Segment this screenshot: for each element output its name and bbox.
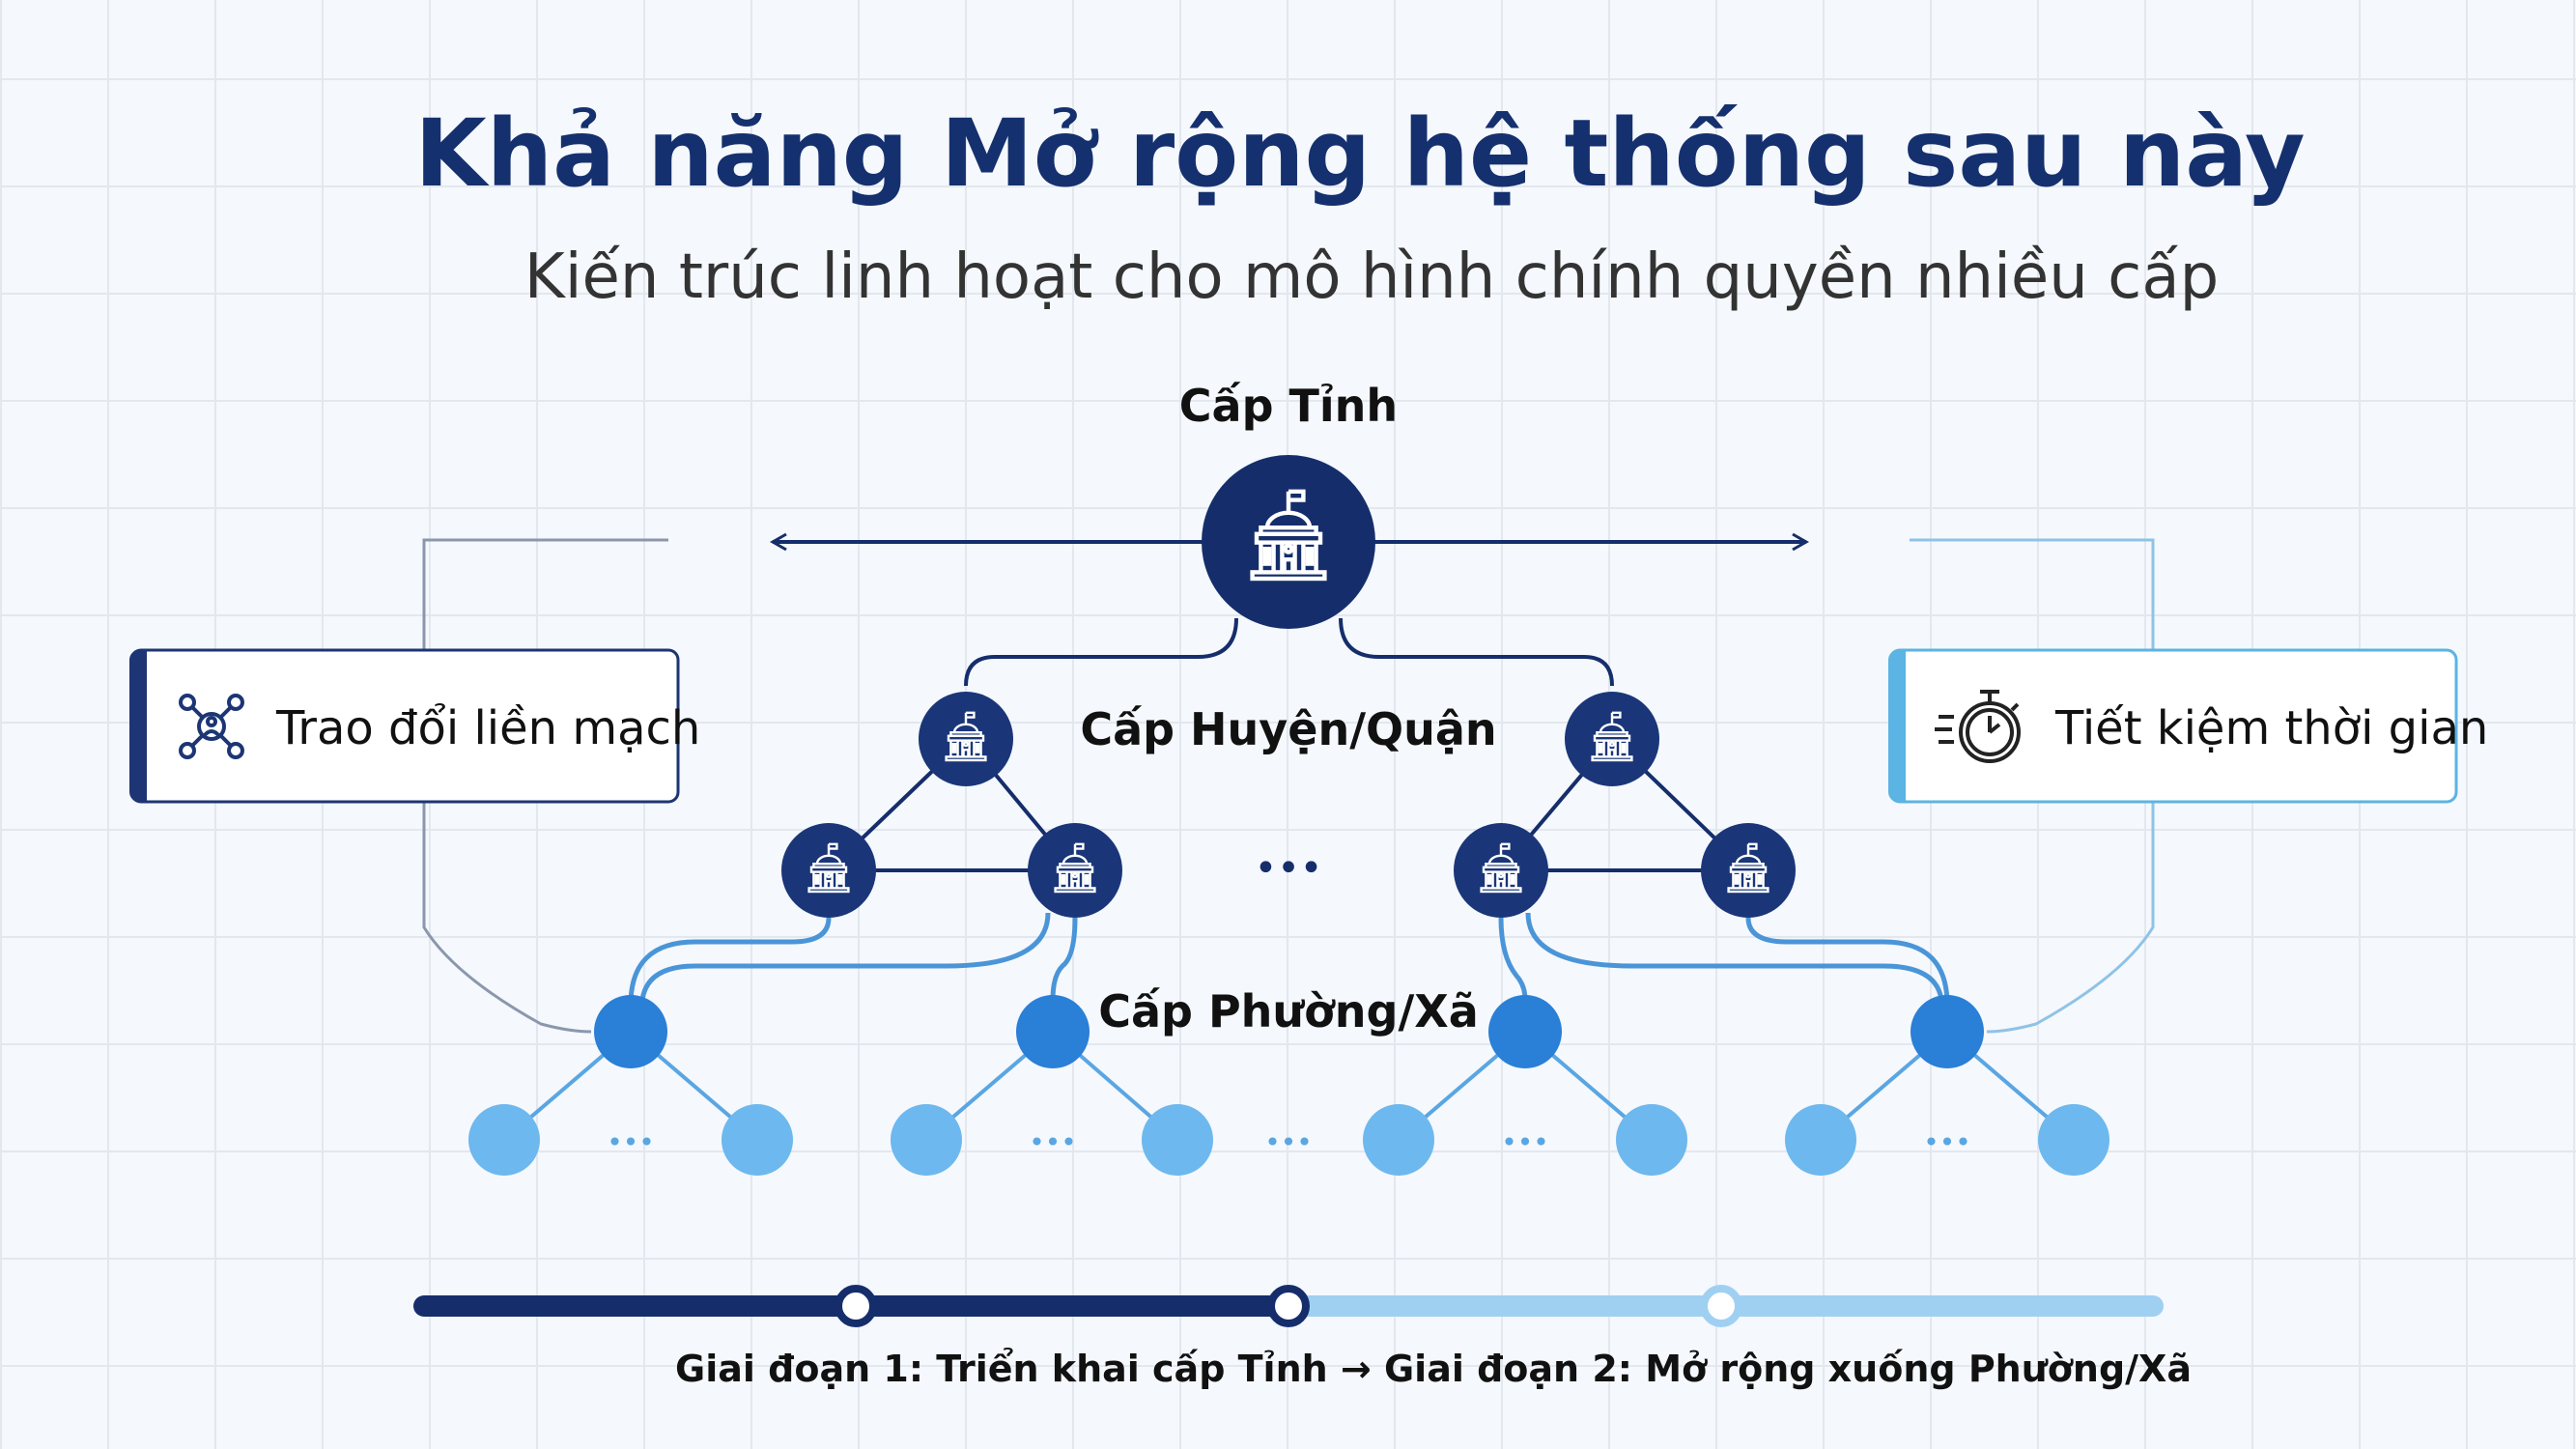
stopwatch-icon	[1935, 690, 2021, 763]
network-hub-icon	[179, 694, 244, 759]
card-label: Trao đổi liền mạch	[275, 701, 700, 755]
level-label-ward: Cấp Phường/Xã	[1098, 985, 1479, 1037]
sub-ward-node	[1363, 1104, 1434, 1176]
district-node	[1454, 823, 1548, 918]
feature-card-seamless-exchange: Trao đổi liền mạch	[129, 648, 700, 804]
ellipsis-wards: ••• ••• ••• ••• •••	[607, 1126, 1971, 1158]
page-subtitle: Kiến trúc linh hoạt cho mô hình chính qu…	[524, 242, 2219, 313]
sub-ward-nodes	[468, 1104, 2109, 1176]
district-node	[1565, 692, 1659, 786]
ellipsis: •••	[1264, 1126, 1313, 1158]
level-label-province: Cấp Tỉnh	[1179, 380, 1398, 432]
ward-nodes	[594, 995, 1984, 1068]
district-node	[1701, 823, 1796, 918]
page-title: Khả năng Mở rộng hệ thống sau này	[414, 99, 2305, 208]
district-nodes	[781, 692, 1796, 918]
ward-node	[594, 995, 667, 1068]
ellipsis: •••	[1029, 1126, 1077, 1158]
district-ward-connectors	[628, 912, 1950, 1006]
sub-ward-node	[2038, 1104, 2109, 1176]
district-node	[919, 692, 1013, 786]
left-bracket-line	[422, 538, 668, 1034]
sub-ward-node	[1785, 1104, 1856, 1176]
ellipsis: •••	[1923, 1126, 1971, 1158]
district-node	[781, 823, 876, 918]
timeline-caption: Giai đoạn 1: Triển khai cấp Tỉnh → Giai …	[675, 1348, 2192, 1390]
ward-node	[1488, 995, 1562, 1068]
sub-ward-node	[1142, 1104, 1213, 1176]
right-bracket-line	[1910, 538, 2155, 1034]
district-node	[1028, 823, 1122, 918]
province-district-connectors	[824, 617, 1753, 872]
sub-ward-node	[891, 1104, 962, 1176]
level-label-district: Cấp Huyện/Quận	[1080, 703, 1496, 755]
timeline-milestone	[1700, 1285, 1742, 1327]
province-node	[1202, 455, 1375, 629]
sub-ward-node	[1616, 1104, 1687, 1176]
card-label: Tiết kiệm thời gian	[2054, 701, 2488, 755]
ward-node	[1016, 995, 1090, 1068]
feature-card-time-saving: Tiết kiệm thời gian	[1888, 648, 2488, 804]
sub-ward-node	[468, 1104, 540, 1176]
ellipsis-district: •••	[1255, 846, 1323, 891]
ellipsis: •••	[1501, 1126, 1549, 1158]
sub-ward-node	[722, 1104, 793, 1176]
ellipsis: •••	[607, 1126, 655, 1158]
ward-node	[1911, 995, 1984, 1068]
timeline-milestone	[835, 1285, 877, 1327]
phase-timeline	[413, 1285, 2164, 1327]
timeline-milestone	[1267, 1285, 1310, 1327]
